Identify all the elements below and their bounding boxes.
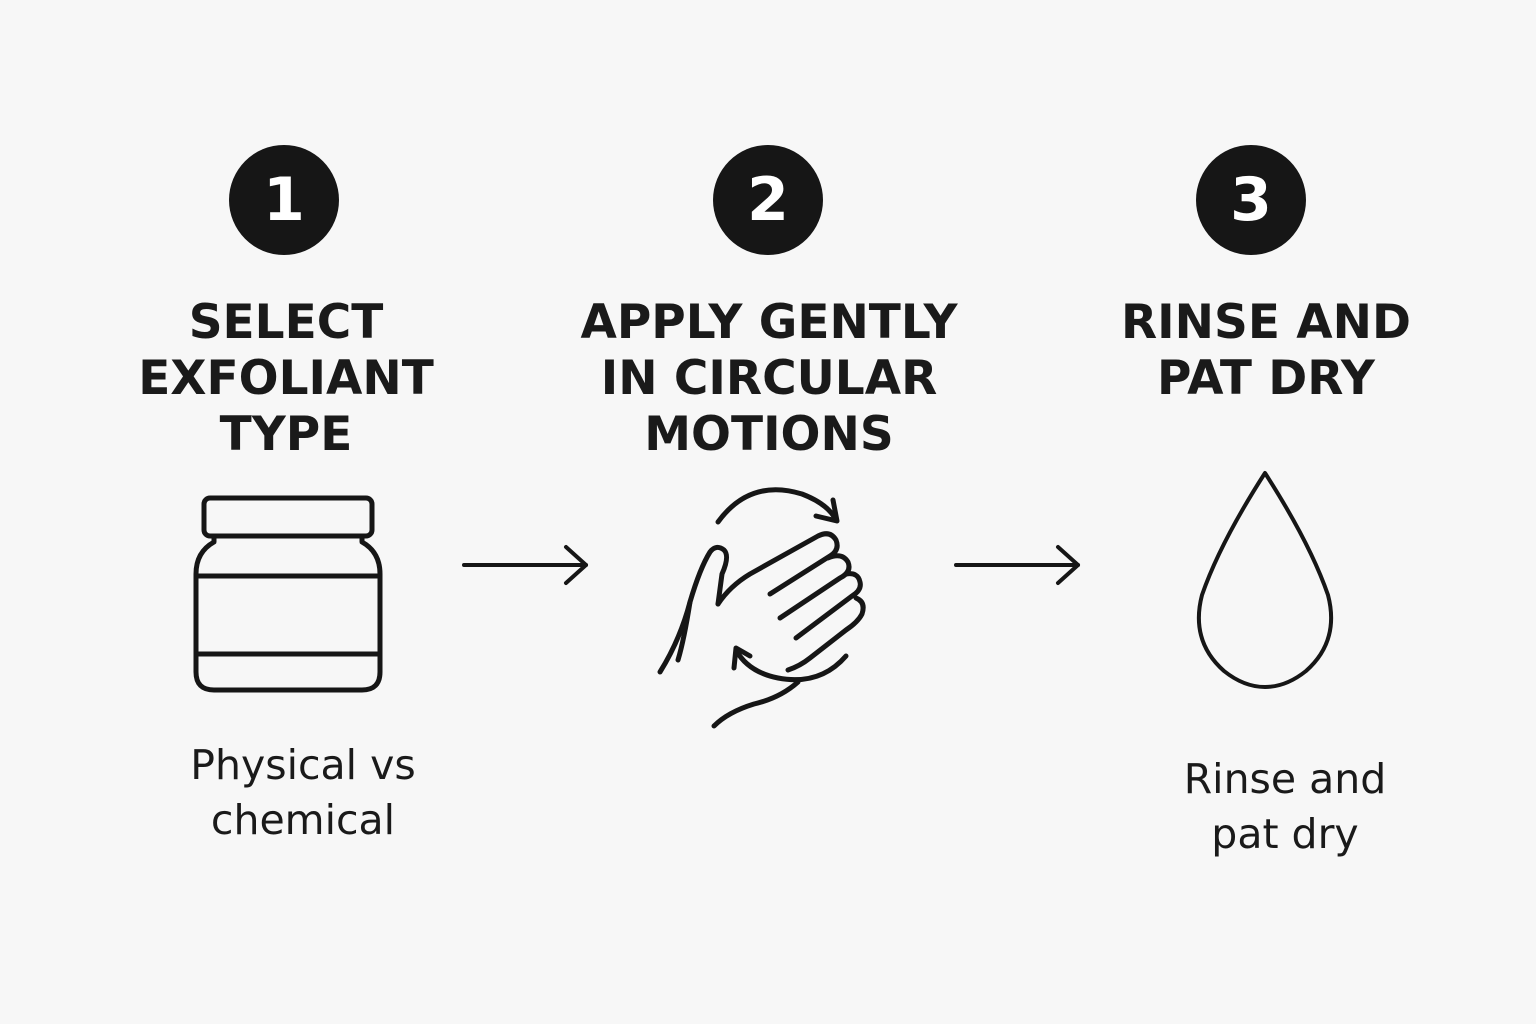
step-1-title: SELECT EXFOLIANT TYPE [138, 295, 434, 462]
step-1-number: 1 [263, 165, 305, 235]
arrow-right-icon [462, 545, 588, 585]
arrow-right-icon [954, 545, 1080, 585]
step-3-number: 3 [1230, 165, 1272, 235]
step-2-number: 2 [747, 165, 789, 235]
step-2-number-badge: 2 [713, 145, 823, 255]
step-2-title: APPLY GENTLY IN CIRCULAR MOTIONS [580, 295, 958, 462]
step-1-description: Physical vs chemical [190, 741, 416, 844]
step-1-number-badge: 1 [229, 145, 339, 255]
hand-circular-motion-icon [657, 487, 866, 729]
jar-icon [193, 495, 383, 693]
step-3-number-badge: 3 [1196, 145, 1306, 255]
water-drop-icon [1196, 471, 1334, 689]
step-3-description: Rinse and pat dry [1183, 755, 1387, 858]
step-3-title: RINSE AND PAT DRY [1120, 295, 1412, 406]
